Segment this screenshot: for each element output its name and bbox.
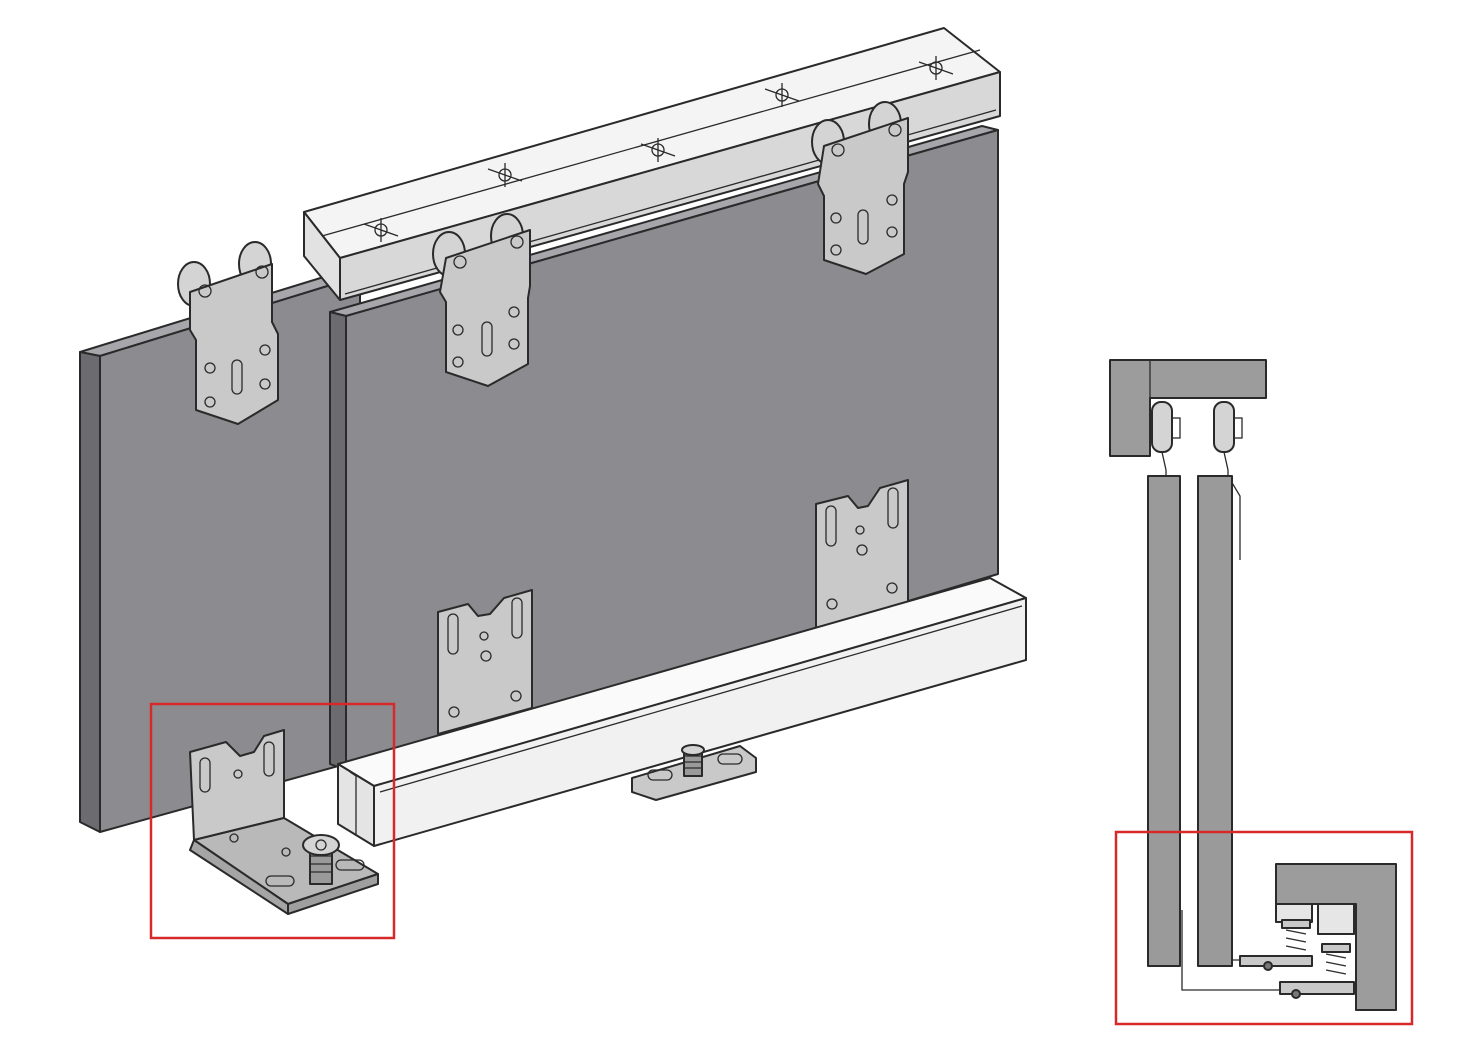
hanger-roller-front-left — [432, 213, 531, 387]
highlight-box-l-bracket — [149, 702, 396, 940]
track-screw-hole-5 — [918, 56, 954, 80]
section-guide-bracket — [1181, 910, 1355, 999]
section-top-profile — [1109, 359, 1267, 457]
track-screw-hole-1 — [363, 218, 399, 242]
bottom-guide-plate-left — [437, 589, 533, 735]
section-door-front — [1197, 475, 1233, 967]
highlight-box-section — [1114, 830, 1414, 1026]
bottom-guide-channel — [337, 577, 1027, 847]
wall-l-bracket — [189, 729, 379, 915]
hanger-roller-front-right — [811, 101, 909, 275]
isometric-assembly — [79, 27, 1027, 940]
track-screw-hole-2 — [487, 163, 523, 187]
section-roller-2 — [1213, 401, 1243, 560]
side-section-view — [1109, 359, 1414, 1026]
track-screw-hole-3 — [640, 138, 676, 162]
hanger-roller-back-door — [177, 241, 279, 425]
floor-guide-bracket — [631, 744, 757, 801]
track-screw-hole-4 — [764, 83, 800, 107]
section-roller-1 — [1151, 401, 1181, 497]
section-door-back — [1147, 475, 1181, 967]
back-door-panel — [79, 271, 361, 833]
